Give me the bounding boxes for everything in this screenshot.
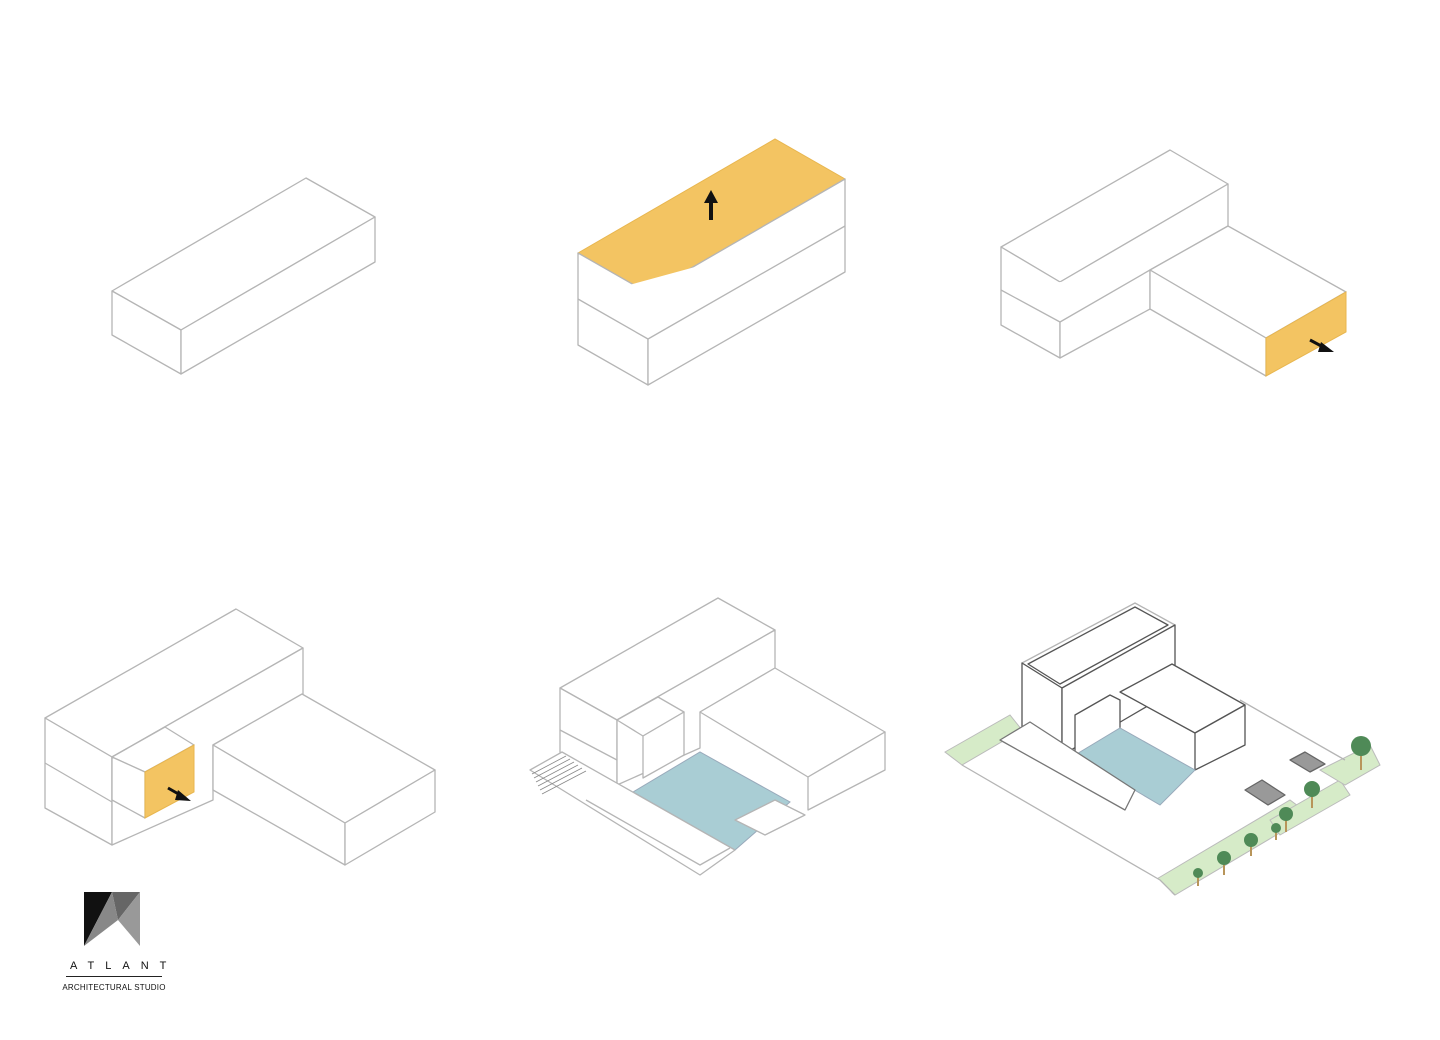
step-5-courtyard-pool	[529, 597, 886, 876]
tree-icon	[1351, 736, 1371, 770]
logo-subtitle: ARCHITECTURAL STUDIO	[62, 983, 166, 992]
arrow-right-icon	[167, 786, 191, 801]
logo-mark-icon	[84, 892, 140, 946]
tree-icon	[1304, 781, 1320, 808]
tree-icon	[1193, 868, 1203, 886]
step-1-base-volume	[111, 177, 376, 375]
step-6-final-building	[944, 602, 1381, 896]
logo-divider	[66, 976, 162, 977]
tree-icon	[1271, 823, 1281, 840]
logo-name: ATLANT	[70, 960, 178, 972]
highlight-face	[144, 744, 195, 819]
step-2-extrude-up	[576, 138, 847, 386]
step-3-extend-wing	[1000, 149, 1347, 377]
tree-icon	[1244, 833, 1258, 856]
studio-logo: ATLANT ARCHITECTURAL STUDIO	[62, 890, 166, 992]
tree-icon	[1279, 807, 1293, 832]
highlight-face	[1265, 291, 1347, 377]
arrow-right-icon	[1309, 338, 1334, 352]
tree-icon	[1217, 851, 1231, 875]
step-4-push-out	[44, 608, 436, 866]
arrow-up-icon	[704, 190, 718, 220]
